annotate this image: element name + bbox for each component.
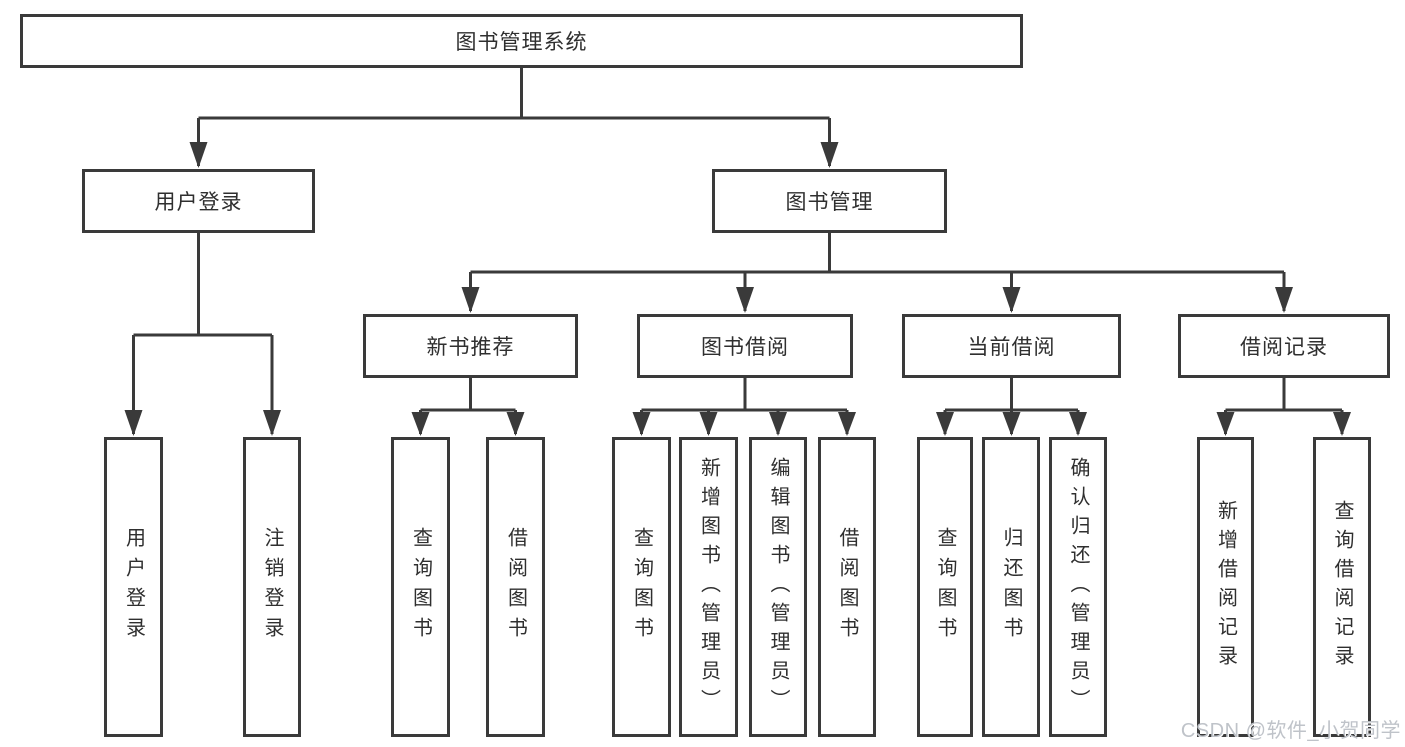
arrow-down-icon — [838, 412, 856, 436]
arrowheads-new-book-rec — [411, 412, 525, 436]
arrow-down-icon — [1002, 287, 1021, 313]
node-book-borrow: 图书借阅 — [637, 314, 853, 378]
arrow-down-icon — [124, 410, 143, 436]
arrow-down-icon — [736, 287, 754, 313]
node-new-book-rec: 新书推荐 — [363, 314, 578, 378]
node-leaf-logout-label: 注销登录 — [261, 527, 283, 647]
arrowheads-borrow-records — [1216, 412, 1351, 436]
arrowheads-user-login — [124, 410, 281, 436]
node-leaf-nbr-borrow-books-label: 借阅图书 — [504, 527, 527, 647]
node-leaf-nbr-query-books-label: 查询图书 — [409, 527, 432, 647]
node-root: 图书管理系统 — [20, 14, 1023, 68]
connector-book-borrow-children — [640, 378, 849, 434]
arrow-down-icon — [769, 412, 787, 436]
arrow-down-icon — [461, 287, 480, 313]
node-leaf-br-add-record-label: 新增借阅记录 — [1214, 500, 1237, 674]
node-leaf-cb-query-books-label: 查询图书 — [934, 527, 956, 647]
node-leaf-bb-edit-books-label: 编辑图书（管理员） — [767, 456, 789, 718]
connector-book-mgmt-children — [469, 233, 1286, 311]
node-leaf-bb-borrow-books: 借阅图书 — [818, 437, 876, 737]
arrow-down-icon — [1069, 412, 1087, 436]
node-leaf-user-login-label: 用户登录 — [122, 527, 145, 647]
node-leaf-cb-return-books: 归还图书 — [982, 437, 1040, 737]
node-leaf-bb-borrow-books-label: 借阅图书 — [836, 527, 858, 647]
node-leaf-nbr-query-books: 查询图书 — [391, 437, 450, 737]
node-root-label: 图书管理系统 — [455, 31, 588, 54]
node-borrow-records: 借阅记录 — [1178, 314, 1390, 378]
arrow-down-icon — [1333, 412, 1351, 436]
node-leaf-cb-query-books: 查询图书 — [917, 437, 973, 737]
connector-borrow-records-children — [1224, 378, 1344, 434]
arrow-down-icon — [506, 412, 525, 436]
arrow-down-icon — [936, 412, 954, 436]
node-current-borrow: 当前借阅 — [902, 314, 1121, 378]
arrow-down-icon — [1002, 412, 1021, 436]
arrow-down-icon — [189, 142, 208, 168]
csdn-watermark: CSDN @软件_小贺同学 — [1180, 720, 1401, 742]
node-leaf-bb-query-books-label: 查询图书 — [630, 527, 653, 647]
arrow-down-icon — [699, 412, 718, 436]
arrow-down-icon — [263, 410, 281, 436]
node-leaf-br-query-record-label: 查询借阅记录 — [1331, 500, 1353, 674]
arrowheads-current-borrow — [936, 412, 1087, 436]
node-book-mgmt: 图书管理 — [712, 169, 947, 233]
node-leaf-br-add-record: 新增借阅记录 — [1197, 437, 1254, 737]
node-leaf-bb-add-books-label: 新增图书（管理员） — [697, 456, 720, 718]
node-leaf-cb-confirm-return-label: 确认归还（管理员） — [1067, 456, 1089, 718]
arrow-down-icon — [632, 412, 651, 436]
arrow-down-icon — [411, 412, 430, 436]
node-user-login: 用户登录 — [82, 169, 315, 233]
arrowheads-level3 — [461, 287, 1293, 313]
node-user-login-label: 用户登录 — [154, 191, 243, 214]
node-leaf-user-login: 用户登录 — [104, 437, 163, 737]
node-new-book-rec-label: 新书推荐 — [426, 336, 515, 359]
arrowheads-level2 — [189, 142, 839, 168]
node-leaf-bb-add-books: 新增图书（管理员） — [679, 437, 738, 737]
node-leaf-nbr-borrow-books: 借阅图书 — [486, 437, 545, 737]
arrow-down-icon — [1275, 287, 1293, 313]
connector-user-login-children — [132, 233, 274, 434]
node-leaf-cb-return-books-label: 归还图书 — [1000, 527, 1022, 647]
node-leaf-bb-query-books: 查询图书 — [612, 437, 671, 737]
connector-root-to-level2 — [197, 68, 831, 166]
node-leaf-bb-edit-books: 编辑图书（管理员） — [749, 437, 807, 737]
arrow-down-icon — [820, 142, 839, 168]
connector-new-book-rec-children — [419, 378, 517, 434]
node-leaf-br-query-record: 查询借阅记录 — [1313, 437, 1371, 737]
node-book-borrow-label: 图书借阅 — [701, 336, 789, 359]
node-borrow-records-label: 借阅记录 — [1240, 336, 1328, 359]
node-leaf-cb-confirm-return: 确认归还（管理员） — [1049, 437, 1107, 737]
arrow-down-icon — [1216, 412, 1235, 436]
arrowheads-book-borrow — [632, 412, 856, 436]
node-book-mgmt-label: 图书管理 — [785, 191, 874, 214]
node-leaf-logout: 注销登录 — [243, 437, 301, 737]
node-current-borrow-label: 当前借阅 — [967, 336, 1056, 359]
